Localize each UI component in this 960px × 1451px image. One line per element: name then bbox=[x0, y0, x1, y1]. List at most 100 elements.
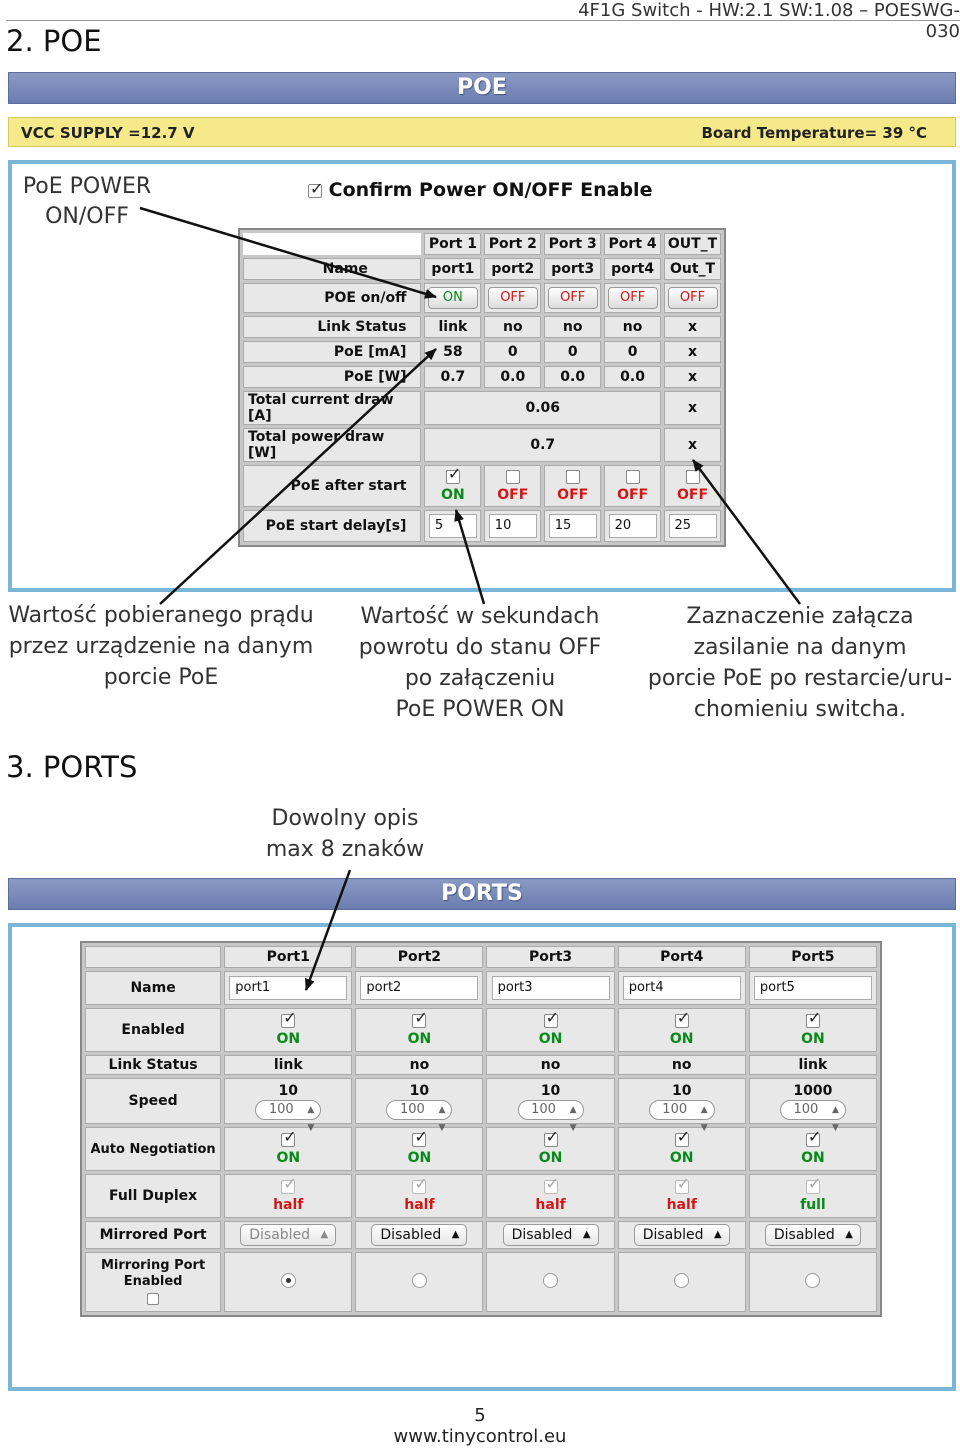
supply-bar: VCC SUPPLY =12.7 V Board Temperature= 39… bbox=[8, 117, 956, 147]
poe-w: x bbox=[664, 366, 721, 388]
port-name-input[interactable]: port4 bbox=[622, 976, 741, 1000]
poe-link-status: no bbox=[604, 316, 662, 338]
poe-onoff-button[interactable]: OFF bbox=[607, 287, 658, 309]
port-speed-select[interactable]: 100▲▼ bbox=[779, 1100, 846, 1133]
port-link-status: no bbox=[355, 1055, 484, 1075]
ports-label-autoneg: Auto Negotiation bbox=[85, 1127, 222, 1171]
port-enabled-checkbox[interactable] bbox=[674, 1009, 690, 1028]
poe-col-header: Port 2 bbox=[484, 233, 542, 255]
port-mirrored-select[interactable]: Disabled▲ bbox=[764, 1224, 861, 1246]
poe-after-start-checkbox[interactable] bbox=[505, 470, 520, 484]
port-speed-select[interactable]: 100▲▼ bbox=[255, 1100, 322, 1133]
port-enabled-checkbox[interactable] bbox=[281, 1009, 297, 1028]
poe-port-name: Out_T bbox=[664, 258, 721, 280]
poe-ma: x bbox=[664, 341, 721, 363]
arrow-description bbox=[304, 869, 352, 991]
port-mirrored-select[interactable]: Disabled▲ bbox=[633, 1224, 730, 1246]
select-arrows-icon: ▲ bbox=[582, 1229, 591, 1240]
port-speed-select[interactable]: 100▲▼ bbox=[517, 1100, 584, 1133]
section-title-poe: 2. POE bbox=[6, 24, 102, 58]
poe-link-status: no bbox=[484, 316, 542, 338]
poe-after-start-checkbox[interactable] bbox=[625, 470, 640, 484]
poe-port-name: port3 bbox=[544, 258, 602, 280]
ports-label-name: Name bbox=[85, 971, 222, 1005]
arrow-seconds bbox=[454, 509, 486, 605]
port-mirrored-select[interactable]: Disabled▲ bbox=[240, 1224, 337, 1246]
poe-onoff-button[interactable]: OFF bbox=[667, 287, 718, 309]
port-enabled-checkbox[interactable] bbox=[412, 1009, 428, 1028]
arrow-current bbox=[159, 348, 437, 605]
stepper-icon: ▲▼ bbox=[438, 1105, 446, 1133]
poe-ma: 0 bbox=[604, 341, 662, 363]
port-enabled-checkbox[interactable] bbox=[543, 1009, 559, 1028]
port-duplex-state: full bbox=[800, 1197, 826, 1213]
confirm-power-label: Confirm Power ON/OFF Enable bbox=[328, 179, 653, 201]
mirroring-enabled-checkbox[interactable] bbox=[147, 1292, 160, 1305]
poe-corner bbox=[243, 233, 422, 255]
poe-col-header: Port 3 bbox=[544, 233, 602, 255]
select-arrows-icon: ▲ bbox=[714, 1229, 722, 1240]
poe-total-power: 0.7 bbox=[424, 428, 662, 462]
poe-delay-input[interactable]: 20 bbox=[608, 514, 657, 538]
port-enabled-checkbox[interactable] bbox=[805, 1009, 821, 1028]
port-link-status: link bbox=[748, 1055, 877, 1075]
port-mirrored-value: Disabled bbox=[511, 1227, 573, 1243]
poe-onoff-button[interactable]: OFF bbox=[547, 287, 598, 309]
port-autoneg-checkbox[interactable] bbox=[281, 1128, 297, 1147]
port-name-input[interactable]: port2 bbox=[360, 976, 479, 1000]
port-name-input[interactable]: port3 bbox=[491, 976, 610, 1000]
poe-total-current-out: x bbox=[664, 391, 721, 425]
poe-title-bar: POE bbox=[8, 72, 956, 104]
port-mirrored-select[interactable]: Disabled▲ bbox=[371, 1224, 468, 1246]
ports-col-header: Port3 bbox=[486, 946, 615, 968]
ports-label-speed: Speed bbox=[85, 1078, 222, 1124]
port-name-input[interactable]: port1 bbox=[229, 976, 348, 1000]
port-autoneg-checkbox[interactable] bbox=[674, 1128, 690, 1147]
port-speed-select[interactable]: 100▲▼ bbox=[648, 1100, 715, 1133]
port-speed-select[interactable]: 100 ▲▼ bbox=[386, 1100, 453, 1133]
ports-corner bbox=[85, 946, 222, 968]
port-mirrored-select[interactable]: Disabled ▲ bbox=[502, 1224, 599, 1246]
port-enabled-state: ON bbox=[669, 1031, 694, 1047]
poe-w: 0.0 bbox=[604, 366, 662, 388]
ports-col-header: Port5 bbox=[748, 946, 877, 968]
port-speed-select-value: 100 bbox=[399, 1102, 425, 1117]
port-mirrored-value: Disabled bbox=[380, 1227, 442, 1243]
confirm-power-checkbox[interactable] bbox=[308, 179, 323, 198]
row-label-ma: PoE [mA] bbox=[243, 341, 422, 363]
poe-port-name: port4 bbox=[604, 258, 662, 280]
ports-label-duplex: Full Duplex bbox=[85, 1174, 222, 1218]
poe-col-header: Port 4 bbox=[604, 233, 662, 255]
mirroring-port-radio[interactable] bbox=[674, 1272, 690, 1288]
mirroring-port-radio[interactable] bbox=[543, 1272, 559, 1288]
poe-port-name: port2 bbox=[484, 258, 542, 280]
port-name-input[interactable]: port5 bbox=[753, 976, 872, 1000]
port-enabled-state: ON bbox=[276, 1031, 301, 1047]
port-link-status: no bbox=[486, 1055, 615, 1075]
poe-onoff-button[interactable]: OFF bbox=[487, 287, 538, 309]
mirroring-port-radio[interactable] bbox=[280, 1272, 296, 1288]
port-enabled-state: ON bbox=[407, 1031, 432, 1047]
poe-delay-input[interactable]: 15 bbox=[548, 514, 597, 538]
poe-delay-input[interactable]: 25 bbox=[668, 514, 717, 538]
port-autoneg-checkbox[interactable] bbox=[805, 1128, 821, 1147]
poe-delay-input[interactable]: 10 bbox=[488, 514, 537, 538]
port-autoneg-checkbox[interactable] bbox=[543, 1128, 559, 1147]
mirroring-port-radio[interactable] bbox=[805, 1272, 821, 1288]
row-label-delay: PoE start delay[s] bbox=[243, 510, 422, 542]
port-speed-select-value: 100 bbox=[268, 1102, 294, 1117]
mirroring-port-radio[interactable] bbox=[411, 1272, 427, 1288]
poe-onoff-button[interactable]: ON bbox=[427, 287, 478, 309]
port-duplex-checkbox bbox=[412, 1175, 428, 1194]
poe-after-start-checkbox[interactable] bbox=[445, 465, 461, 484]
poe-after-start-checkbox[interactable] bbox=[565, 470, 580, 484]
page-number: 5 bbox=[474, 1405, 486, 1426]
port-speed-value: 10 bbox=[409, 1083, 430, 1099]
poe-ma: 58 bbox=[424, 341, 482, 363]
port-autoneg-state: ON bbox=[669, 1150, 694, 1166]
port-speed-value: 10 bbox=[540, 1083, 561, 1099]
poe-delay-input[interactable]: 5 bbox=[428, 514, 477, 538]
poe-after-start-state: OFF bbox=[617, 487, 649, 503]
board-temperature: Board Temperature= 39 °C bbox=[701, 124, 927, 142]
port-autoneg-checkbox[interactable] bbox=[412, 1128, 428, 1147]
